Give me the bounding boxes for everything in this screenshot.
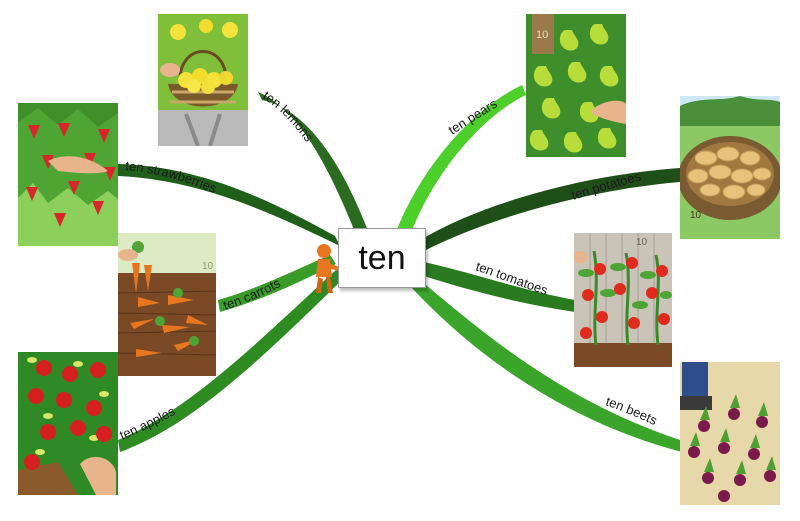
potatoes-number: 10 <box>690 210 702 221</box>
svg-text:ten carrots: ten carrots <box>221 275 283 313</box>
central-topic[interactable]: ten <box>338 228 426 288</box>
central-topic-label: ten <box>358 238 406 277</box>
branch-pears <box>396 85 526 236</box>
carrots-number: 10 <box>202 261 214 272</box>
tomatoes-number: 10 <box>636 237 648 248</box>
label-ten-lemons: ten lemons <box>260 88 316 145</box>
branch-strawberries <box>118 164 340 246</box>
branch-lemons <box>258 92 370 236</box>
svg-text:ten lemons: ten lemons <box>260 88 316 145</box>
svg-text:ten potatoes: ten potatoes <box>570 168 643 203</box>
branch-beets <box>412 280 682 452</box>
strawberries-picture <box>18 103 118 246</box>
pears-picture: 10 <box>526 14 626 157</box>
carrots-picture: 10 <box>118 233 216 376</box>
pears-number: 10 <box>536 29 548 41</box>
label-ten-potatoes: ten potatoes <box>570 168 643 203</box>
beets-picture <box>680 362 780 505</box>
apples-picture <box>18 352 118 495</box>
branch-carrots <box>218 255 336 312</box>
branch-tomatoes <box>424 262 575 312</box>
label-ten-carrots: ten carrots <box>221 275 283 313</box>
potatoes-picture: 10 <box>680 96 780 239</box>
tomatoes-picture: 10 <box>574 233 672 367</box>
lemons-picture <box>158 14 248 146</box>
pointing-figure-icon <box>312 243 342 295</box>
branch-potatoes <box>424 168 680 250</box>
